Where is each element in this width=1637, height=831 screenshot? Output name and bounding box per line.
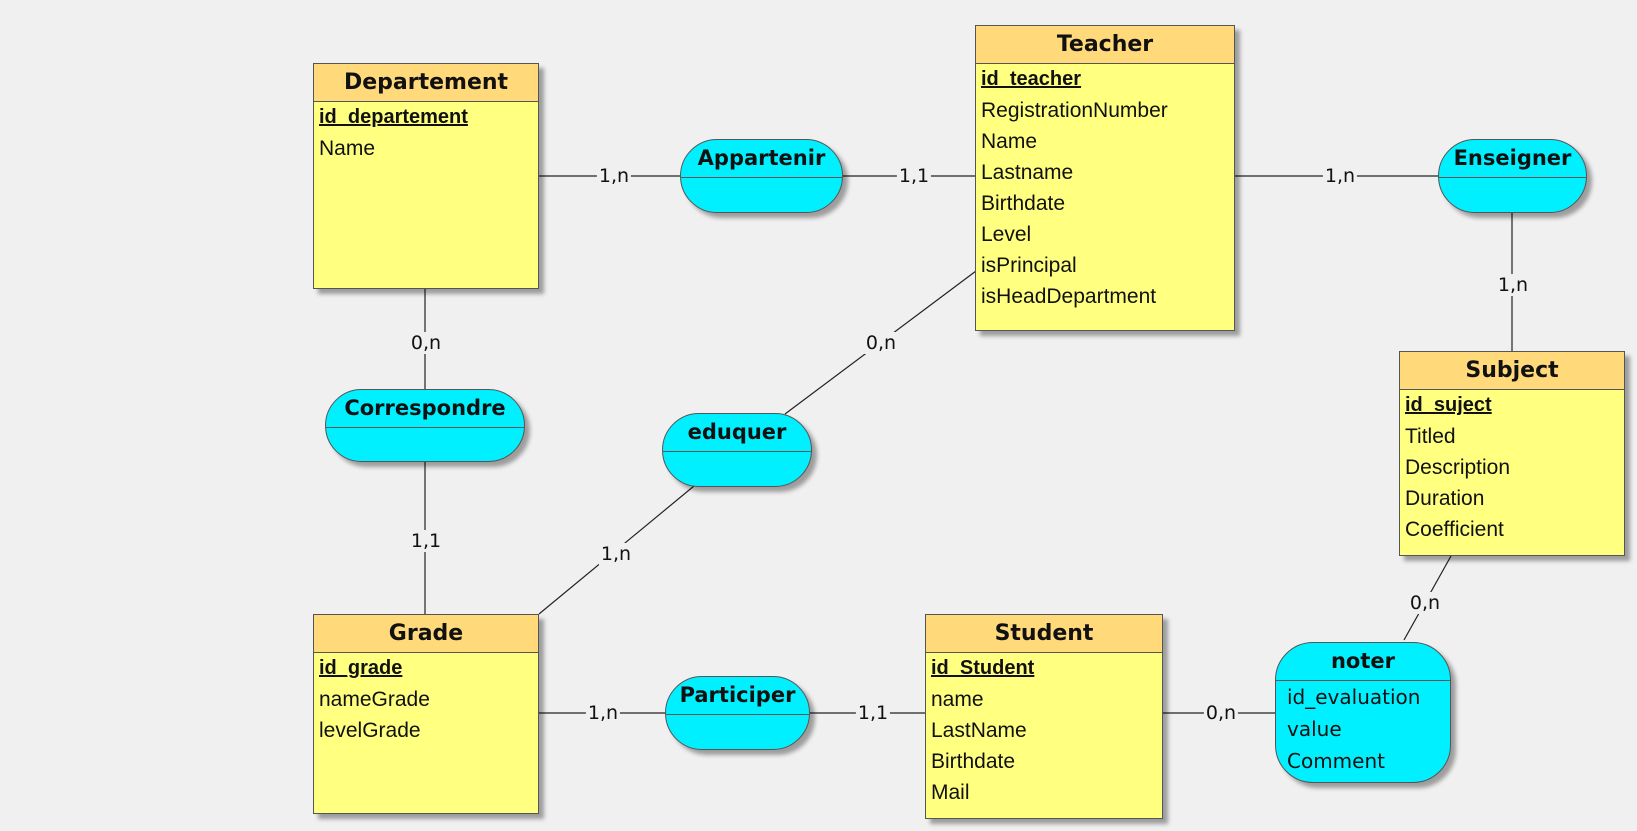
attribute: Duration	[1405, 487, 1485, 510]
relation-attribute: id_evaluation	[1287, 685, 1421, 709]
attribute: levelGrade	[319, 719, 421, 742]
cardinality-grade-correspondre: 1,1	[408, 530, 444, 552]
attribute: Birthdate	[981, 192, 1066, 215]
attribute: Coefficient	[1405, 518, 1504, 541]
primary-key: id_Student	[931, 657, 1035, 679]
entity-teacher[interactable]: Teacher id_teacher RegistrationNumber Na…	[975, 25, 1235, 331]
entity-subject[interactable]: Subject id_suject Titled Description Dur…	[1399, 351, 1625, 556]
primary-key: id_teacher	[981, 68, 1082, 90]
attribute: isPrincipal	[981, 254, 1077, 277]
attribute: Description	[1405, 456, 1511, 479]
attribute: isHeadDepartment	[981, 285, 1157, 308]
attribute: Titled	[1405, 425, 1456, 448]
attribute: Mail	[931, 781, 970, 804]
relation-title: Enseigner	[1439, 140, 1586, 178]
relation-appartenir[interactable]: Appartenir	[680, 139, 843, 213]
entity-title: Teacher	[976, 26, 1234, 64]
primary-key: id_grade	[319, 657, 403, 679]
entity-title: Student	[926, 615, 1162, 653]
cardinality-subject-enseigner: 1,n	[1495, 274, 1531, 296]
relation-attribute: value	[1287, 717, 1342, 741]
relation-noter[interactable]: noter id_evaluation value Comment	[1275, 642, 1451, 783]
cardinality-teacher-eduquer: 0,n	[863, 332, 899, 354]
entity-student[interactable]: Student id_Student name LastName Birthda…	[925, 614, 1163, 819]
entity-title: Subject	[1400, 352, 1624, 390]
attribute: LastName	[931, 719, 1027, 742]
relation-enseigner[interactable]: Enseigner	[1438, 139, 1587, 213]
entity-grade[interactable]: Grade id_grade nameGrade levelGrade	[313, 614, 539, 814]
attribute: Name	[319, 137, 376, 160]
relation-correspondre[interactable]: Correspondre	[325, 389, 525, 462]
cardinality-departement-correspondre: 0,n	[408, 332, 444, 354]
relation-title: Correspondre	[326, 390, 524, 428]
relation-title: eduquer	[663, 414, 811, 452]
attribute: Birthdate	[931, 750, 1016, 773]
attribute: RegistrationNumber	[981, 99, 1168, 122]
cardinality-teacher-appartenir: 1,1	[896, 165, 932, 187]
cardinality-grade-participer: 1,n	[585, 702, 621, 724]
attribute: nameGrade	[319, 688, 430, 711]
cardinality-subject-noter: 0,n	[1407, 592, 1443, 614]
cardinality-teacher-enseigner: 1,n	[1322, 165, 1358, 187]
relation-title: Appartenir	[681, 140, 842, 178]
attribute: Level	[981, 223, 1032, 246]
primary-key: id_departement	[319, 106, 468, 128]
cardinality-departement-appartenir: 1,n	[596, 165, 632, 187]
attribute: name	[931, 688, 984, 711]
entity-title: Departement	[314, 64, 538, 102]
attribute: Name	[981, 130, 1038, 153]
entity-departement[interactable]: Departement id_departement Name	[313, 63, 539, 289]
relation-participer[interactable]: Participer	[665, 676, 810, 750]
cardinality-student-participer: 1,1	[855, 702, 891, 724]
relation-attribute: Comment	[1287, 749, 1385, 773]
relation-title: noter	[1276, 643, 1450, 681]
cardinality-student-noter: 0,n	[1203, 702, 1239, 724]
attribute: Lastname	[981, 161, 1074, 184]
entity-title: Grade	[314, 615, 538, 653]
primary-key: id_suject	[1405, 394, 1492, 416]
cardinality-grade-eduquer: 1,n	[598, 543, 634, 565]
relation-title: Participer	[666, 677, 809, 715]
relation-eduquer[interactable]: eduquer	[662, 413, 812, 487]
